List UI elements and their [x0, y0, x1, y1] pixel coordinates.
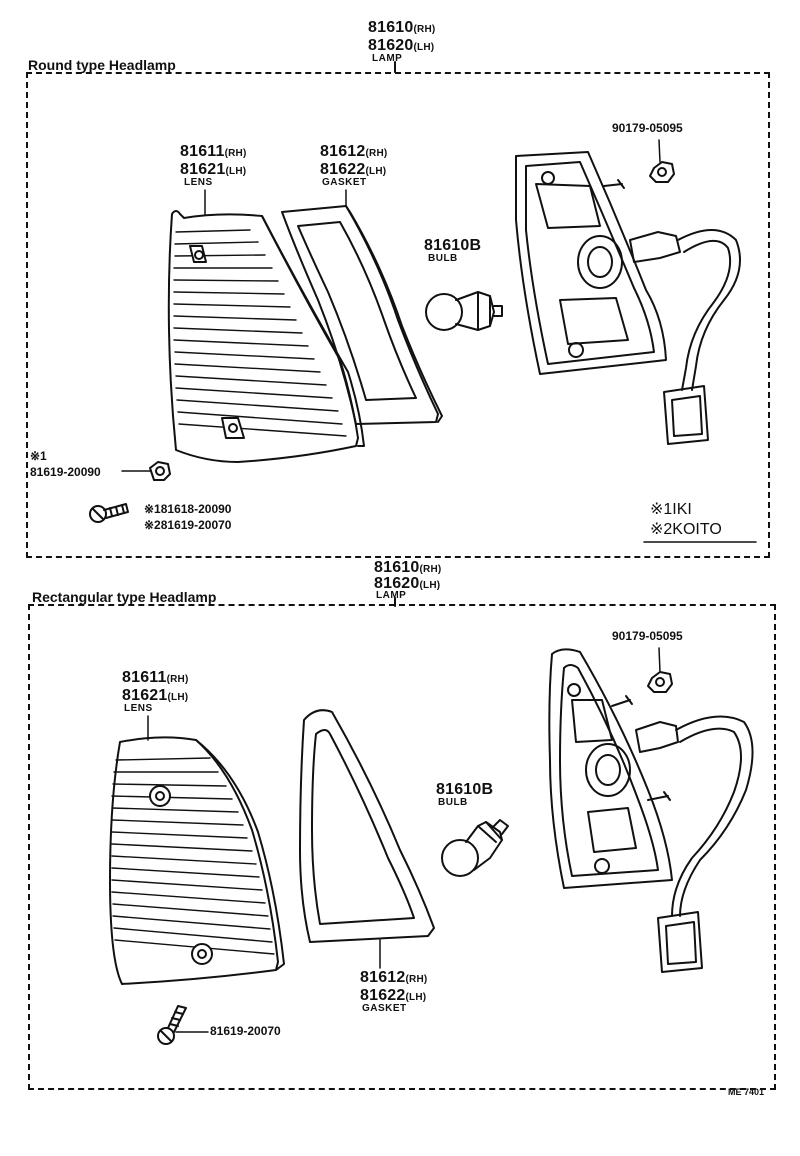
- bottom-section-title: Rectangular type Headlamp: [32, 590, 221, 604]
- bottom-lamp-lh-part-number: 81620(LH): [374, 575, 441, 592]
- bottom-lens-lh-part-number: 81621(LH): [122, 687, 189, 704]
- bottom-nut-drawing: [647, 671, 673, 693]
- top-note-koito: ※2KOITO: [650, 521, 722, 538]
- bottom-bulb-part-number: 81610B: [436, 781, 494, 798]
- top-bulb-drawing: [425, 291, 503, 331]
- top-bulb-part-number: 81610B: [424, 237, 482, 254]
- top-section-frame: [26, 72, 770, 558]
- top-screw-drawing: [89, 503, 129, 523]
- top-lamp-desc: LAMP: [372, 53, 403, 64]
- bottom-lens-drawing: [109, 736, 285, 985]
- top-gasket-rh-part-number: 81612(RH): [320, 143, 388, 160]
- bottom-section-frame: [28, 604, 776, 1090]
- top-section-title: Round type Headlamp: [28, 58, 180, 72]
- bottom-nut-leader: [658, 647, 661, 673]
- bottom-screw-drawing: [157, 1005, 187, 1045]
- top-screw-koito-part-number: ※281619-20070: [144, 518, 232, 532]
- top-gasket-lh-part-number: 81622(LH): [320, 161, 387, 178]
- bottom-housing-drawing: [548, 648, 754, 973]
- top-lens-rh-part-number: 81611(RH): [180, 143, 247, 160]
- top-note-iki: ※1IKI: [650, 501, 692, 518]
- bottom-gasket-drawing: [299, 709, 435, 943]
- bottom-screw-part-number: 81619-20070: [210, 1024, 281, 1038]
- top-housing-drawing: [515, 151, 741, 445]
- top-lens-lh-part-number: 81621(LH): [180, 161, 247, 178]
- figure-id: ME 7401: [728, 1087, 765, 1097]
- top-gasket-desc: GASKET: [322, 177, 367, 188]
- top-nut-leader: [658, 139, 661, 163]
- top-lens-nut-part-number: 81619-20090: [30, 465, 101, 479]
- top-gasket-drawing: [281, 205, 443, 425]
- top-lens-drawing: [167, 210, 365, 463]
- bottom-lens-rh-part-number: 81611(RH): [122, 669, 189, 686]
- bottom-bulb-desc: BULB: [438, 797, 468, 808]
- bottom-nut-part-number: 90179-05095: [612, 629, 683, 643]
- top-bulb-desc: BULB: [428, 253, 458, 264]
- top-screw-iki-part-number: ※181618-20090: [144, 502, 232, 516]
- bottom-lens-desc: LENS: [124, 703, 153, 714]
- top-nut-drawing: [649, 161, 675, 183]
- bottom-gasket-rh-part-number: 81612(RH): [360, 969, 428, 986]
- bottom-lamp-rh-part-number: 81610(RH): [374, 559, 442, 576]
- bottom-bulb-drawing: [441, 819, 509, 877]
- bottom-gasket-desc: GASKET: [362, 1003, 407, 1014]
- top-lens-nut-drawing: [149, 461, 171, 481]
- top-nut-part-number: 90179-05095: [612, 121, 683, 135]
- top-lamp-rh-part-number: 81610(RH): [368, 19, 436, 36]
- bottom-lamp-desc: LAMP: [376, 590, 407, 601]
- bottom-gasket-lh-part-number: 81622(LH): [360, 987, 427, 1004]
- top-lens-nut-marker: ※1: [30, 449, 47, 463]
- top-lens-desc: LENS: [184, 177, 213, 188]
- top-lamp-lh-part-number: 81620(LH): [368, 37, 435, 54]
